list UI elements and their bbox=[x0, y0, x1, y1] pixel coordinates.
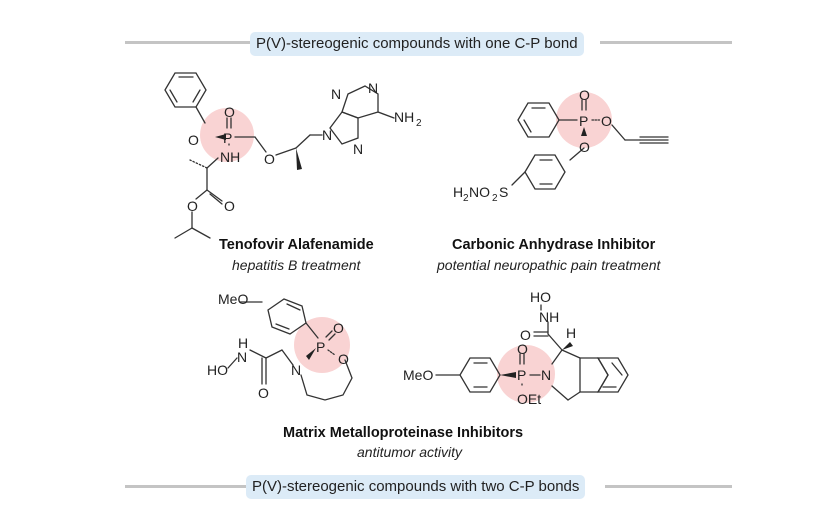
atom-label: P bbox=[223, 130, 232, 146]
pyrimidine-ring bbox=[341, 85, 379, 119]
atom-label: H bbox=[238, 335, 248, 351]
atom-label: P bbox=[579, 113, 588, 129]
atom-label: O bbox=[187, 198, 198, 214]
structure-tenofovir-alafenamide: O P O NH O N N N N NH 2 O O bbox=[164, 72, 422, 239]
compound-name-tenofovir: Tenofovir Alafenamide bbox=[219, 237, 374, 253]
atom-label: P bbox=[316, 339, 325, 355]
atom-label: OEt bbox=[517, 391, 541, 407]
atom-label: NH bbox=[220, 149, 240, 165]
phenyl-ring bbox=[164, 72, 207, 108]
compound-name-mmp: Matrix Metalloproteinase Inhibitors bbox=[283, 425, 524, 441]
atom-label: MeO bbox=[218, 291, 248, 307]
atom-label: O bbox=[224, 198, 235, 214]
atom-label: S bbox=[499, 184, 508, 200]
structure-carbonic-anhydrase-inhibitor: O P O O H 2 NO 2 S bbox=[453, 87, 669, 204]
atom-label: P bbox=[517, 367, 526, 383]
atom-label: MeO bbox=[403, 367, 433, 383]
atom-label: NH bbox=[539, 309, 559, 325]
stereocenter-highlight bbox=[556, 92, 612, 148]
atom-subscript: 2 bbox=[416, 118, 422, 129]
atom-label: H bbox=[566, 325, 576, 341]
atom-label: N bbox=[237, 349, 247, 365]
section-divider-left bbox=[125, 41, 255, 44]
atom-label: NH bbox=[394, 109, 414, 125]
atom-label: O bbox=[520, 327, 531, 343]
phenyl-ring bbox=[524, 154, 566, 190]
atom-subscript: 2 bbox=[463, 193, 469, 204]
atom-label: N bbox=[353, 141, 363, 157]
structure-mmp-inhibitor-b: MeO P O N OEt HO NH O H bbox=[403, 289, 629, 407]
atom-label: O bbox=[517, 341, 528, 357]
atom-label: O bbox=[338, 351, 349, 367]
atom-label: O bbox=[224, 104, 235, 120]
atom-label: O bbox=[601, 113, 612, 129]
atom-label: O bbox=[188, 132, 199, 148]
atom-label: N bbox=[368, 80, 378, 96]
stereocenter-highlight bbox=[497, 345, 555, 403]
compound-use-carbonic-anhydrase: potential neuropathic pain treatment bbox=[437, 257, 661, 273]
atom-label: HO bbox=[530, 289, 551, 305]
atom-label: N bbox=[291, 362, 301, 378]
imidazole-ring bbox=[329, 111, 359, 145]
atom-label: O bbox=[264, 151, 275, 167]
atom-label: N bbox=[331, 86, 341, 102]
atom-subscript: 2 bbox=[492, 193, 498, 204]
atom-label: HO bbox=[207, 362, 228, 378]
atom-label: H bbox=[453, 184, 463, 200]
section-banner-one-cp-bond: P(V)-stereogenic compounds with one C-P … bbox=[250, 32, 584, 56]
compound-use-tenofovir: hepatitis B treatment bbox=[232, 257, 361, 273]
benzo-ring bbox=[596, 357, 629, 393]
section-divider-right bbox=[605, 485, 732, 488]
structure-mmp-inhibitor-a: MeO P O O N H N HO O bbox=[207, 291, 353, 401]
stereocenter-highlight bbox=[200, 108, 254, 162]
section-divider-left bbox=[125, 485, 250, 488]
atom-label: O bbox=[579, 139, 590, 155]
atom-label: N bbox=[322, 127, 332, 143]
atom-label: O bbox=[579, 87, 590, 103]
atom-label: N bbox=[541, 367, 551, 383]
compound-name-carbonic-anhydrase: Carbonic Anhydrase Inhibitor bbox=[452, 237, 656, 253]
stereocenter-highlight bbox=[294, 317, 350, 373]
section-banner-two-cp-bonds: P(V)-stereogenic compounds with two C-P … bbox=[246, 475, 586, 499]
atom-label: NO bbox=[469, 184, 490, 200]
compound-use-mmp: antitumor activity bbox=[357, 444, 463, 460]
atom-label: O bbox=[333, 320, 344, 336]
section-divider-right bbox=[600, 41, 732, 44]
atom-label: O bbox=[258, 385, 269, 401]
